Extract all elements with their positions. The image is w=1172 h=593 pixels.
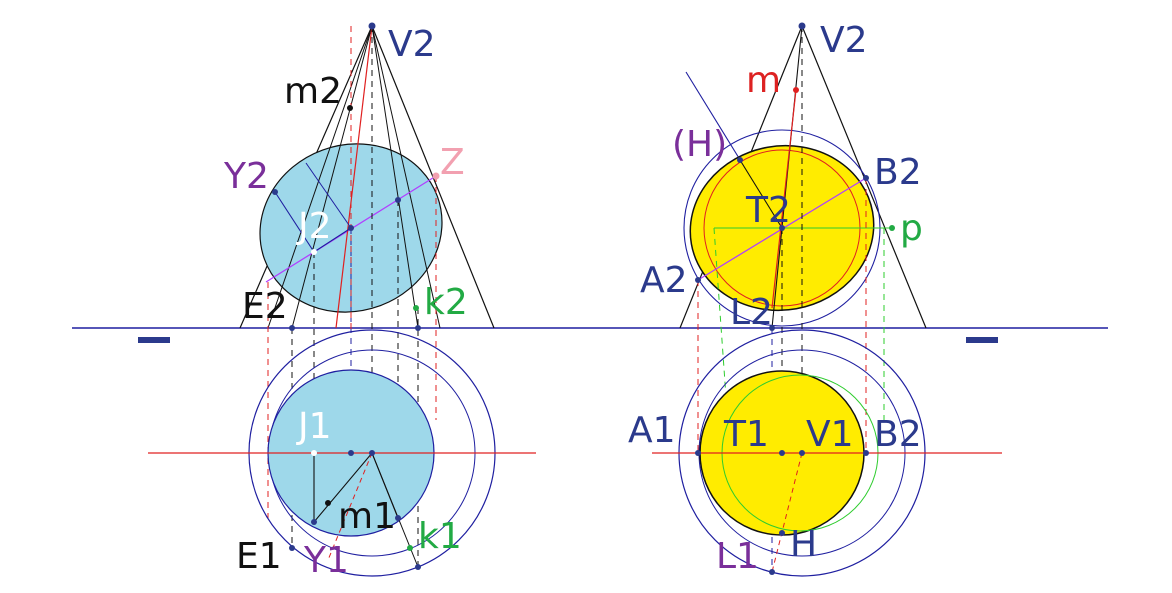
label-right-B2-top: B2 <box>874 152 922 193</box>
label-right-p: p <box>900 208 923 249</box>
label-right-B2-bottom: B2 <box>874 414 922 455</box>
label-right-L2: L2 <box>730 292 773 333</box>
label-left-Z: Z <box>440 142 465 183</box>
label-left-J2: J2 <box>296 206 332 247</box>
label-right-T2: T2 <box>745 190 791 231</box>
label-left-Y1: Y1 <box>303 540 349 581</box>
label-left-V2: V2 <box>388 24 436 65</box>
left-generator-3 <box>371 25 419 329</box>
label-right-V1: V1 <box>806 414 854 455</box>
label-left-m2: m2 <box>284 71 342 112</box>
label-right-V2: V2 <box>820 20 868 61</box>
right-front-red-line <box>771 89 797 309</box>
ground-marker-left <box>138 337 170 343</box>
right-points <box>695 22 895 575</box>
right-figure: V2 m (H) B2 T2 p A2 L2 A1 T1 V1 B2 H L1 <box>628 20 1002 577</box>
label-right-m: m <box>746 60 781 101</box>
label-right-H: H <box>790 524 817 565</box>
label-left-J1: J1 <box>296 406 332 447</box>
label-left-k2: k2 <box>424 282 468 323</box>
left-generator-1 <box>267 25 373 329</box>
left-red-generator <box>335 25 373 329</box>
left-generator-2 <box>291 25 373 329</box>
label-right-A2: A2 <box>640 260 688 301</box>
label-right-L1: L1 <box>716 536 759 577</box>
left-blue-construction-2 <box>305 162 352 229</box>
label-left-Y2: Y2 <box>223 156 269 197</box>
label-right-H-paren: (H) <box>672 124 727 165</box>
left-points <box>272 22 440 570</box>
label-left-E1: E1 <box>236 536 282 577</box>
right-top-red-dash <box>771 452 803 573</box>
label-left-E2: E2 <box>242 286 288 327</box>
left-figure: V2 m2 Y2 Z J2 E2 k2 J1 m1 k1 E1 Y1 <box>148 22 536 581</box>
ground-marker-right <box>966 337 998 343</box>
left-generator-4 <box>371 25 441 329</box>
label-right-T1: T1 <box>723 414 769 455</box>
right-front-black-line <box>739 159 783 229</box>
label-right-A1: A1 <box>628 410 676 451</box>
left-top-red-dash <box>327 452 373 561</box>
label-left-m1: m1 <box>338 496 396 537</box>
label-left-k1: k1 <box>418 516 462 557</box>
